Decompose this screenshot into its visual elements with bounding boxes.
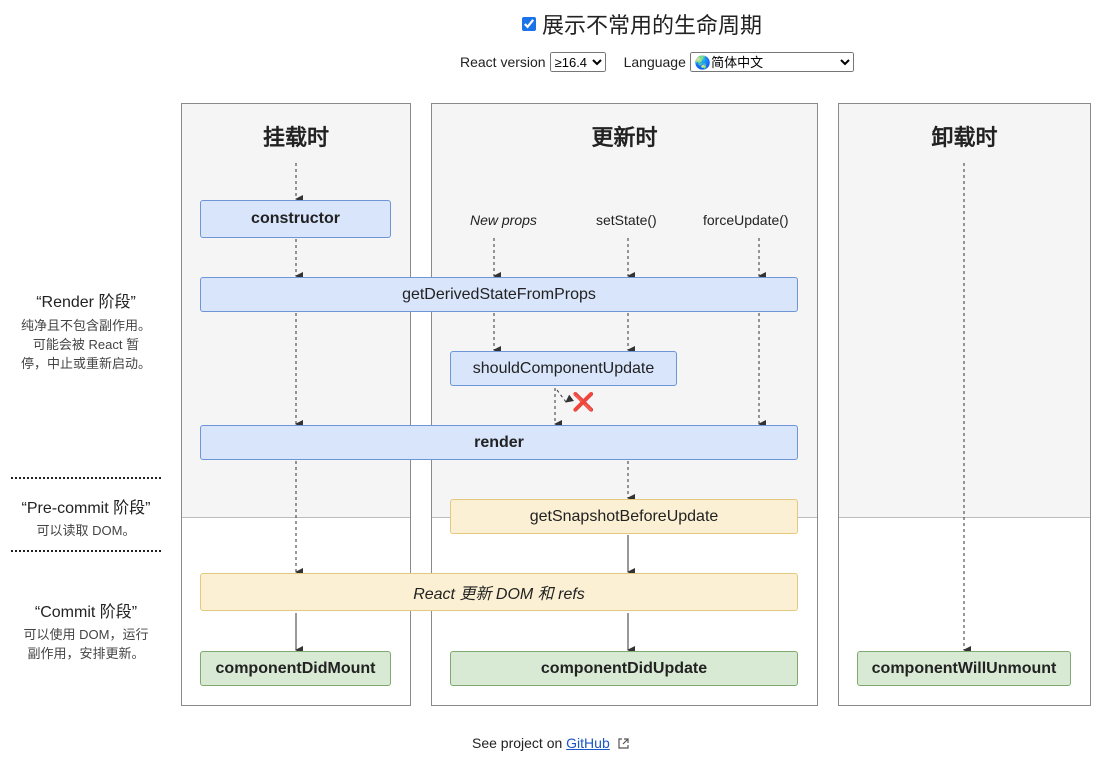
controls-bar: React version ≥16.4 Language 🌏简体中文 (460, 52, 854, 72)
rare-lifecycles-label: 展示不常用的生命周期 (542, 13, 763, 38)
stop-cross-icon: ❌ (572, 392, 595, 412)
precommit-phase-desc: 可以读取 DOM。 (36, 523, 136, 538)
github-link[interactable]: GitHub (566, 735, 610, 751)
phase-divider (11, 550, 161, 552)
trigger-new-props: New props (470, 212, 537, 228)
mounting-column (181, 103, 411, 706)
language-select[interactable]: 🌏简体中文 (689, 52, 854, 72)
rare-lifecycles-toggle[interactable]: 展示不常用的生命周期 (522, 8, 762, 40)
commit-phase-desc: 可以使用 DOM，运行 副作用，安排更新。 (23, 627, 149, 661)
trigger-force-update: forceUpdate() (703, 212, 789, 228)
external-link-icon (618, 738, 629, 749)
footer-prefix: See project on (472, 735, 567, 751)
footer: See project on GitHub (472, 735, 629, 751)
mounting-title: 挂载时 (262, 125, 329, 150)
precommit-phase-title: “Pre-commit 阶段” (21, 500, 151, 517)
render-box[interactable]: render (200, 425, 798, 460)
get-derived-state-box[interactable]: getDerivedStateFromProps (200, 277, 798, 312)
render-phase-title: “Render 阶段” (36, 294, 136, 311)
render-phase-desc: 纯净且不包含副作用。 可能会被 React 暂 停，中止或重新启动。 (20, 318, 151, 371)
updating-title: 更新时 (591, 125, 658, 150)
unmounting-column (838, 103, 1091, 706)
react-version-select[interactable]: ≥16.4 (549, 52, 606, 72)
phase-divider (11, 477, 161, 479)
language-label: Language (623, 54, 686, 70)
component-did-update-box[interactable]: componentDidUpdate (450, 651, 798, 686)
rare-lifecycles-checkbox[interactable] (522, 17, 536, 31)
component-will-unmount-box[interactable]: componentWillUnmount (857, 651, 1071, 686)
unmounting-title: 卸载时 (931, 125, 998, 150)
should-component-update-box[interactable]: shouldComponentUpdate (450, 351, 677, 386)
commit-phase-title: “Commit 阶段” (34, 604, 138, 621)
trigger-set-state: setState() (596, 212, 657, 228)
react-version-label: React version (460, 54, 546, 70)
updating-column (431, 103, 818, 706)
constructor-box[interactable]: constructor (200, 200, 391, 238)
get-snapshot-box[interactable]: getSnapshotBeforeUpdate (450, 499, 798, 534)
component-did-mount-box[interactable]: componentDidMount (200, 651, 391, 686)
render-phase-shade (839, 104, 1090, 518)
react-updates-dom-box[interactable]: React 更新 DOM 和 refs (200, 573, 798, 611)
